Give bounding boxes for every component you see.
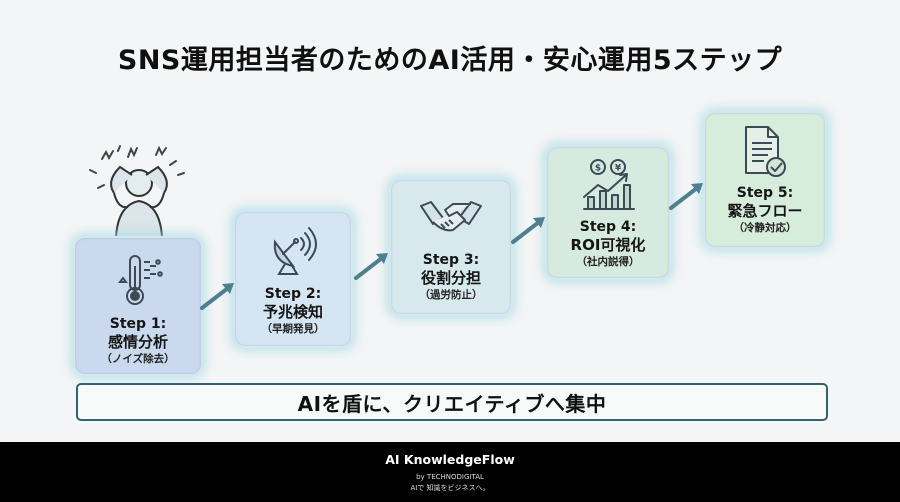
step-title: Step 5: xyxy=(736,185,794,201)
footer-byline: by TECHNODIGITAL xyxy=(416,473,484,481)
thermometer-icon xyxy=(118,255,163,305)
step-name: 感情分析 xyxy=(107,332,168,351)
footer: AI KnowledgeFlow by TECHNODIGITAL AIで 知識… xyxy=(0,442,900,502)
page-title: SNS運用担当者のためのAI活用・安心運用5ステップ xyxy=(117,45,783,76)
step-title: Step 3: xyxy=(422,252,480,268)
step-subtitle: （冷静対応） xyxy=(733,221,797,234)
step-subtitle: （ノイズ除去） xyxy=(101,352,175,365)
step-subtitle: （過労防止） xyxy=(419,288,483,301)
handshake-icon xyxy=(420,201,482,232)
summary-banner: AIを盾に、クリエイティブへ集中 xyxy=(76,383,828,421)
footer-brand: AI KnowledgeFlow xyxy=(385,452,515,467)
step-card-3: Step 3: 役割分担 （過労防止） xyxy=(389,178,513,316)
satellite-dish-icon xyxy=(273,227,317,275)
step-card-5: Step 5: 緊急フロー （冷静対応） xyxy=(703,111,827,249)
step-name: 予兆検知 xyxy=(262,302,323,321)
step-title: Step 4: xyxy=(579,219,637,235)
step-card-1: Step 1: 感情分析 （ノイズ除去） xyxy=(73,236,203,376)
step-title: Step 1: xyxy=(109,316,167,332)
arrow-step1-to-step2 xyxy=(200,283,234,310)
step-name: 役割分担 xyxy=(420,268,481,287)
arrow-step3-to-step4 xyxy=(511,217,545,244)
arrow-step2-to-step3 xyxy=(354,253,388,280)
svg-text:$: $ xyxy=(595,164,601,174)
stressed-person-icon xyxy=(89,145,185,238)
svg-text:¥: ¥ xyxy=(615,164,622,174)
arrow-step4-to-step5 xyxy=(669,183,703,210)
step-name: 緊急フロー xyxy=(727,201,803,220)
step-subtitle: （社内説得） xyxy=(576,255,640,268)
step-card-4: $ ¥ Step 4: ROI可視化 （社内説得） xyxy=(545,145,671,280)
checked-document-icon xyxy=(745,126,786,177)
step-card-2: Step 2: 予兆検知 （早期発見） xyxy=(233,210,353,348)
growth-chart-icon: $ ¥ xyxy=(583,159,635,210)
step-subtitle: （早期発見） xyxy=(261,322,325,335)
step-title: Step 2: xyxy=(264,286,322,302)
footer-tagline: AIで 知識をビジネスへ。 xyxy=(410,484,490,492)
step-name: ROI可視化 xyxy=(570,235,646,254)
